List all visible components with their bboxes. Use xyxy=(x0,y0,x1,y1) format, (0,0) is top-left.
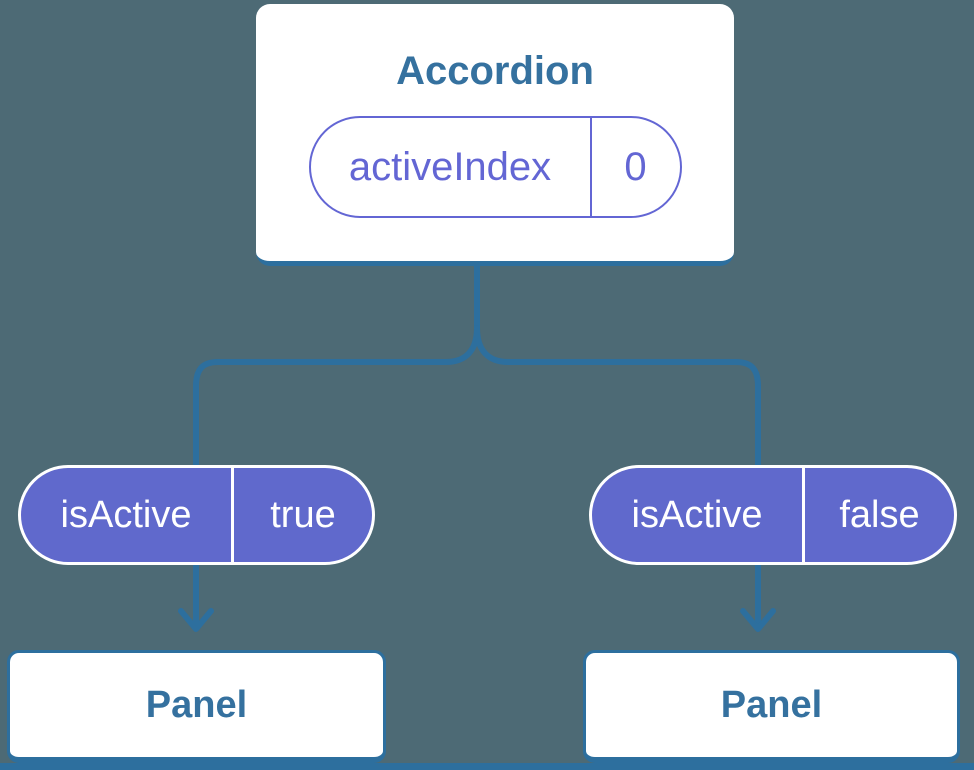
panel1-prop-pill: isActive true xyxy=(18,465,375,565)
bottom-border-strip xyxy=(0,763,974,770)
panel2-node: Panel xyxy=(583,650,960,763)
arrowhead-left xyxy=(178,608,214,632)
prop-pill-name: isActive xyxy=(631,493,763,536)
prop-pill-name: isActive xyxy=(60,493,192,536)
connector-branch-right xyxy=(474,325,761,631)
arrowhead-right xyxy=(740,608,776,632)
accordion-node-title: Accordion xyxy=(396,49,594,93)
state-pill-value: 0 xyxy=(589,118,680,216)
prop-pill-value: false xyxy=(802,468,954,562)
panel2-prop-pill: isActive false xyxy=(589,465,957,565)
connector-branch-left xyxy=(193,325,480,631)
panel1-node: Panel xyxy=(7,650,386,763)
accordion-node: Accordion activeIndex 0 xyxy=(256,4,734,266)
prop-pill-value: true xyxy=(231,468,372,562)
state-pill-name: activeIndex xyxy=(348,144,552,189)
accordion-state-pill: activeIndex 0 xyxy=(308,116,682,218)
